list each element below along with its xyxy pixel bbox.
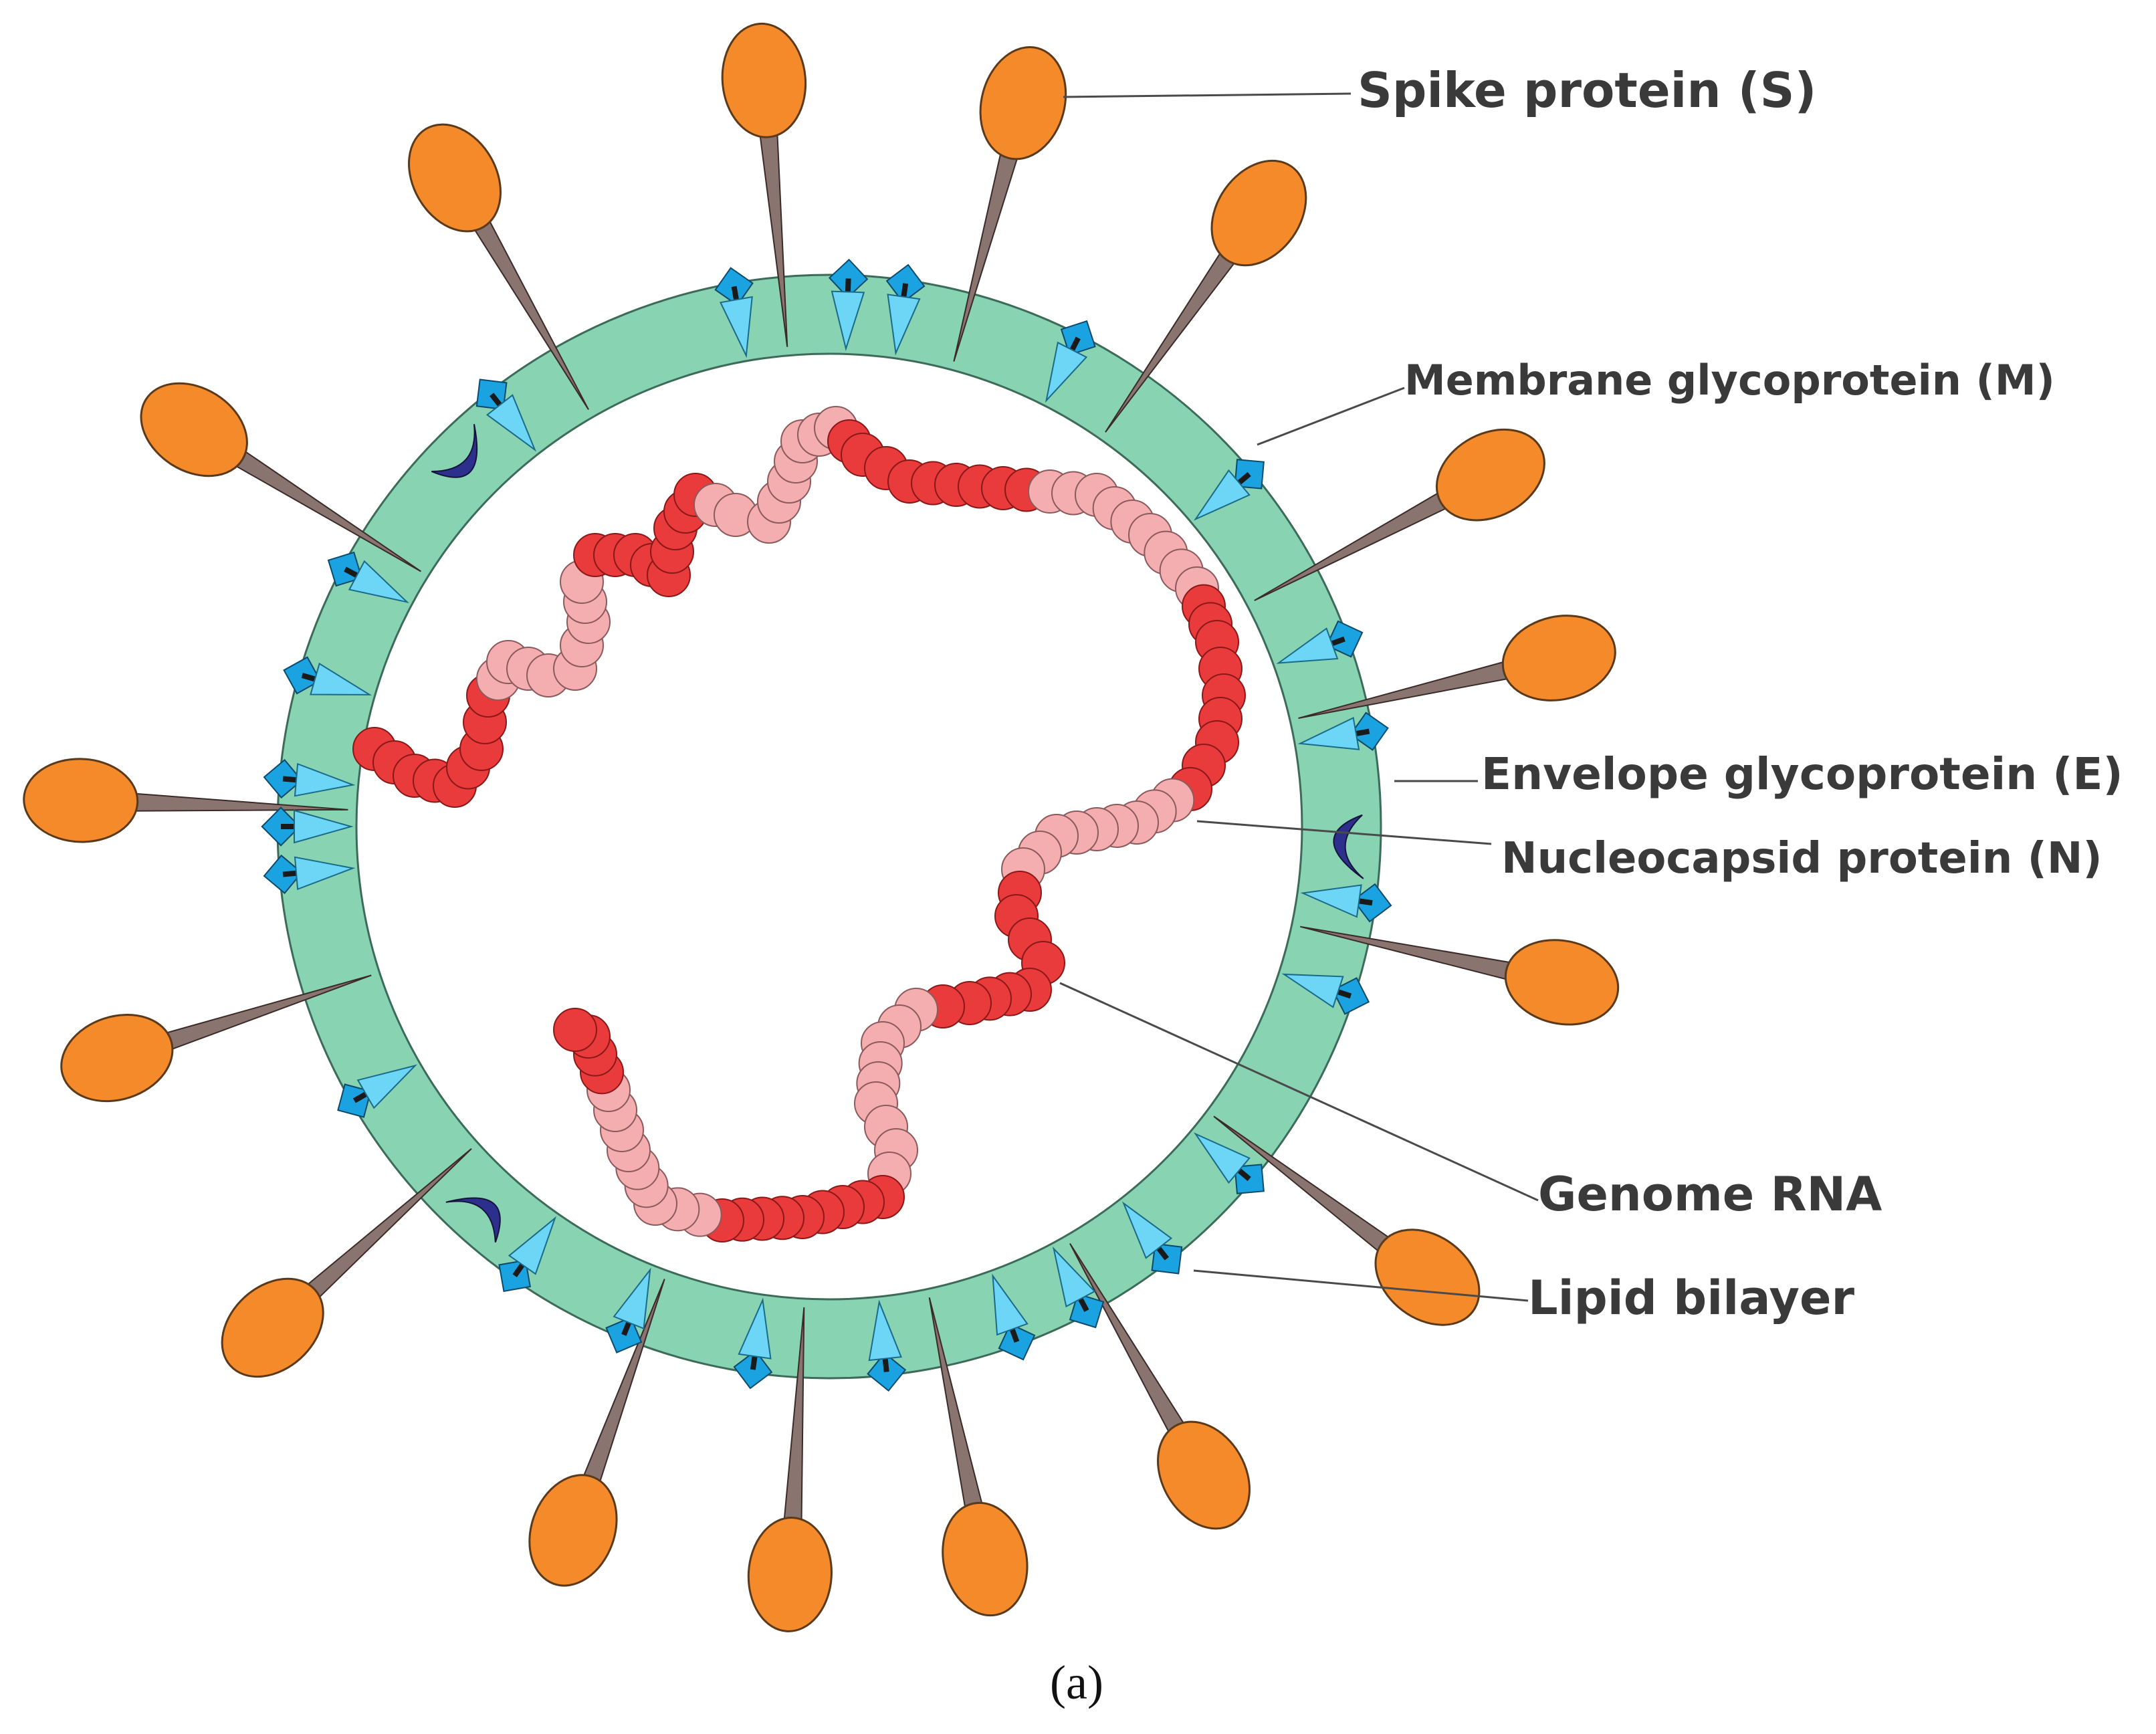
spike-head: [1210, 159, 1307, 267]
membrane-protein-head: [1350, 712, 1389, 751]
label-genome-rna: Genome RNA: [1538, 1167, 1882, 1222]
membrane-protein-link: [901, 283, 909, 298]
leader-lines: [1059, 92, 1539, 1302]
membrane-protein-wedge: [1281, 973, 1344, 1008]
leader-genome: [1059, 982, 1539, 1202]
membrane-protein-link: [1356, 728, 1370, 737]
membrane-protein-link: [1156, 1246, 1169, 1261]
membrane-protein-wedge: [1045, 341, 1088, 403]
spike-head: [140, 382, 248, 477]
membrane-protein-link: [344, 566, 358, 578]
leader-spike: [1063, 92, 1352, 98]
membrane-protein-wedge: [719, 296, 753, 358]
membrane-protein-link: [352, 1091, 368, 1103]
membrane-protein-wedge: [348, 560, 409, 604]
spike-head: [942, 1501, 1029, 1617]
spike-head: [221, 1277, 324, 1378]
spike-head: [23, 758, 139, 843]
spike-head: [1501, 615, 1616, 701]
membrane-protein-link: [1069, 336, 1081, 352]
membrane-protein-wedge: [294, 809, 354, 844]
membrane-protein-link: [750, 1356, 758, 1370]
membrane-protein-wedge: [992, 1273, 1029, 1336]
genome-rna-strand: [352, 406, 1246, 1242]
membrane-protein-wedge: [1121, 1201, 1173, 1259]
spike-head: [528, 1474, 618, 1587]
membrane-protein-wedge: [1297, 716, 1360, 750]
spike-head: [979, 46, 1067, 160]
membrane-protein-wedge: [1193, 469, 1251, 521]
membrane-protein-wedge: [294, 762, 356, 797]
membrane-protein-wedge: [1193, 1132, 1251, 1184]
leader-membrane: [1257, 387, 1405, 446]
membrane-protein-wedge: [831, 290, 865, 352]
membrane-protein-wedge: [310, 662, 372, 695]
membrane-protein-link: [282, 870, 297, 877]
membrane-protein-wedge: [1276, 627, 1339, 664]
membrane-protein-wedge: [508, 1216, 557, 1275]
membrane-protein-head: [867, 1351, 907, 1392]
membrane-protein-wedge: [294, 856, 356, 891]
membrane-protein-wedge: [887, 294, 921, 356]
membrane-protein-link: [301, 673, 316, 682]
membrane-protein-link: [512, 1263, 525, 1277]
envelope-glycoproteins: [431, 424, 1364, 1242]
envelope-protein: [445, 1197, 501, 1242]
figure-caption: (a): [1050, 1656, 1103, 1709]
spike-proteins: [23, 22, 1620, 1632]
membrane-protein-wedge: [1300, 884, 1362, 918]
label-nucleocapsid-protein: Nucleocapsid protein (N): [1501, 834, 2103, 883]
spike-head: [1435, 428, 1545, 522]
spike-head: [1157, 1420, 1251, 1530]
nucleocapsid-bead: [553, 1008, 597, 1052]
membrane-protein-wedge: [738, 1297, 772, 1360]
membrane-protein-link: [1078, 1297, 1089, 1312]
membrane-protein-wedge: [486, 394, 537, 452]
spike-stalk: [292, 1148, 472, 1311]
envelope-protein: [431, 424, 478, 478]
membrane-protein-link: [731, 286, 740, 300]
membrane-protein-link: [1337, 989, 1352, 999]
spike-head: [408, 123, 502, 233]
lipid-bilayer-inner-edge: [355, 352, 1303, 1301]
spike-head: [721, 22, 807, 138]
spike-head: [1504, 939, 1620, 1026]
label-lipid-bilayer: Lipid bilayer: [1528, 1271, 1854, 1325]
label-spike-protein: Spike protein (S): [1358, 62, 1816, 118]
membrane-protein-wedge: [1052, 1247, 1096, 1308]
membrane-protein-link: [490, 393, 502, 407]
leader-nucleocapsid: [1196, 820, 1492, 845]
membrane-protein-wedge: [868, 1299, 902, 1362]
membrane-protein-link: [1331, 636, 1345, 647]
label-membrane-glycoprotein: Membrane glycoprotein (M): [1404, 356, 2055, 405]
membrane-protein-link: [282, 776, 297, 783]
membrane-protein-link: [845, 278, 851, 292]
membrane-protein-link: [1237, 471, 1251, 485]
label-envelope-glycoprotein: Envelope glycoprotein (E): [1481, 748, 2123, 800]
membrane-protein-link: [1358, 898, 1373, 906]
membrane-protein-link: [621, 1321, 632, 1336]
spike-head: [747, 1517, 833, 1632]
membrane-protein-link: [1237, 1168, 1251, 1182]
membrane-protein-link: [882, 1358, 889, 1372]
membrane-protein-wedge: [613, 1267, 651, 1330]
membrane-protein-link: [1009, 1328, 1020, 1343]
spike-head: [1374, 1228, 1481, 1326]
leader-lipid: [1193, 1269, 1529, 1302]
envelope-protein: [1333, 814, 1364, 879]
spike-head: [60, 1014, 174, 1103]
membrane-glycoproteins: [261, 258, 1392, 1392]
membrane-protein-wedge: [356, 1064, 417, 1109]
